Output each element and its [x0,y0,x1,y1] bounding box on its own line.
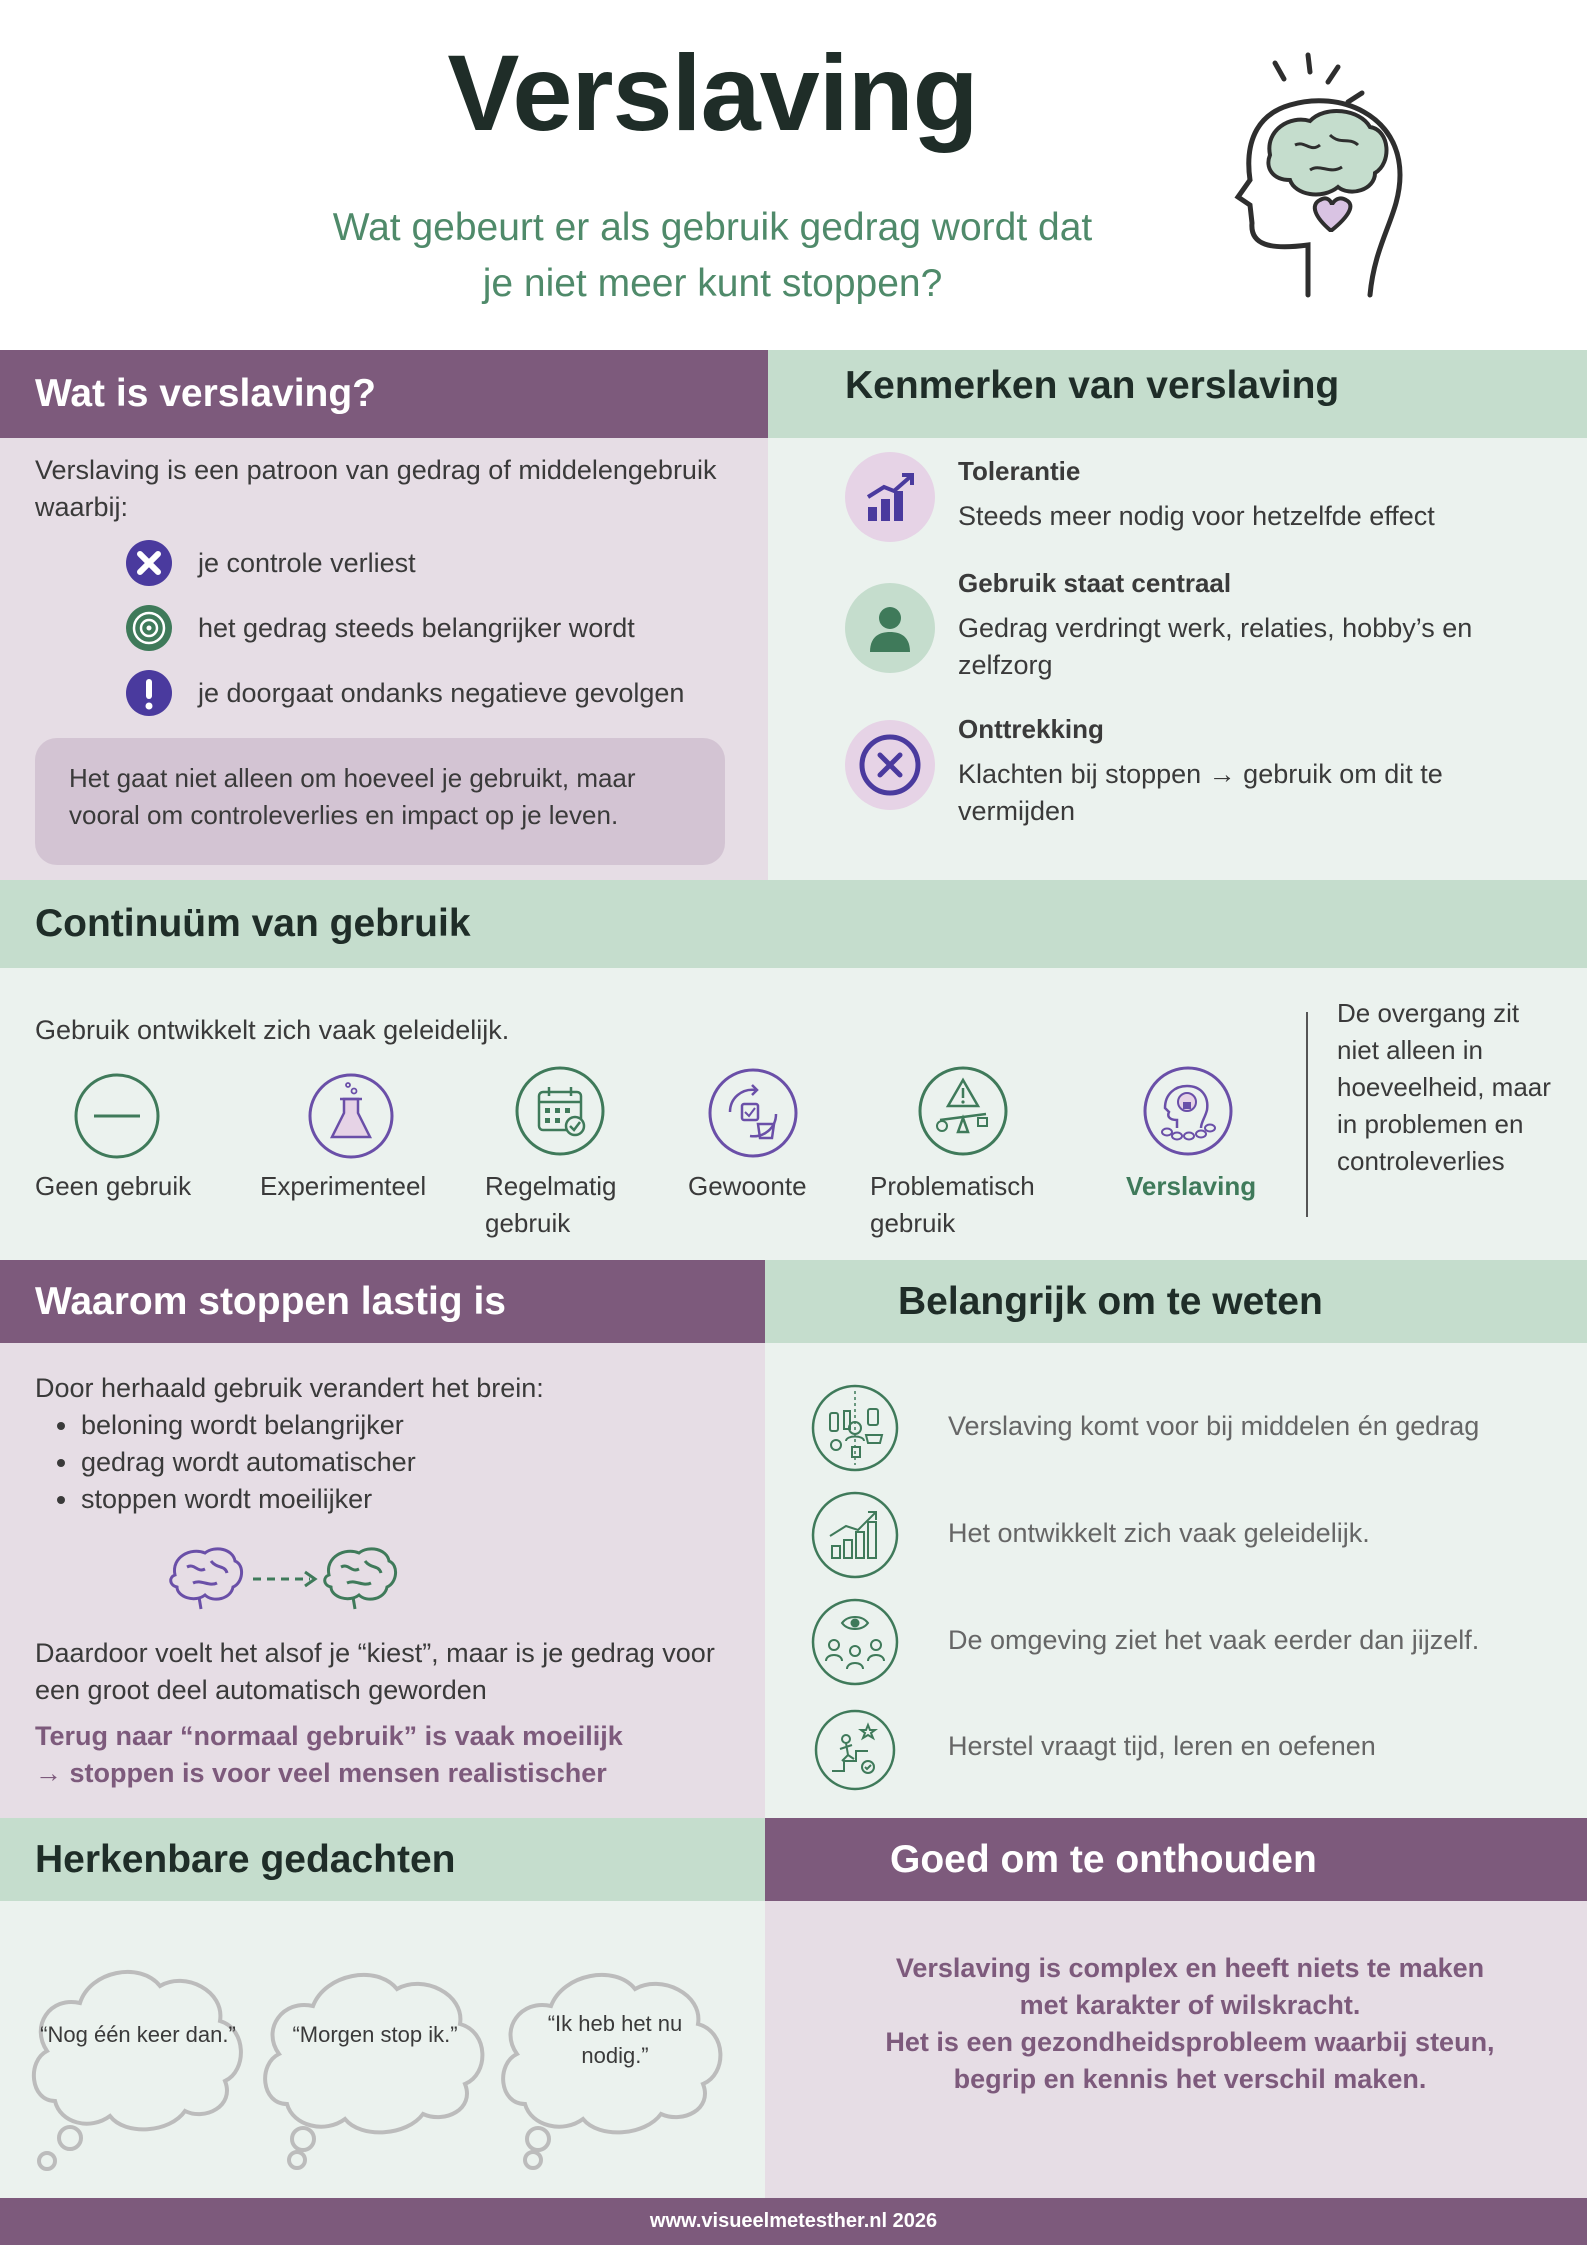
list-item: je doorgaat ondanks negatieve gevolgen [125,668,684,718]
stage-label: Problematisch gebruik [870,1171,1035,1238]
footer: www.visueelmetesther.nl 2026 [0,2198,1587,2245]
remember-text: Verslaving is complex en heeft niets te … [800,1950,1580,2098]
section-title: Waarom stoppen lastig is [35,1280,506,1323]
section-kenmerken: Tolerantie Steeds meer nodig voor hetzel… [768,438,1587,880]
belangrijk-text: De omgeving ziet het vaak eerder dan jij… [948,1625,1480,1655]
bullet-text: je doorgaat ondanks negatieve gevolgen [198,677,685,708]
stage-label: Verslaving [1126,1171,1257,1201]
section-header-onthouden: Goed om te onthouden [765,1818,1587,1901]
section-gedachten: “Nog één keer dan.” “Morgen stop ik.” “I… [0,1901,765,2198]
x-circle-icon [126,540,172,586]
section-continuum: Gebruik ontwikkelt zich vaak geleidelijk… [0,968,1587,1260]
list-item: stoppen wordt moeilijker [35,1481,416,1518]
divider [1306,1012,1308,1217]
remember-line: begrip en kennis het verschil maken. [953,2064,1427,2094]
kenmerk-title: Onttrekking [958,714,1104,744]
waarom-highlight: → stoppen is voor veel mensen realistisc… [35,1758,607,1788]
person-icon [845,583,935,673]
continuum-intro: Gebruik ontwikkelt zich vaak geleidelijk… [35,1015,510,1045]
waarom-highlight: Terug naar “normaal gebruik” is vaak moe… [35,1721,623,1751]
kenmerk-title: Gebruik staat centraal [958,568,1232,598]
brain-change-icon [169,1547,397,1610]
list-item: gedrag wordt automatischer [35,1444,416,1481]
substances-behaviour-icon [811,1384,899,1472]
page-title: Verslaving [447,32,978,153]
calendar-check-icon [515,1066,605,1156]
section-header-kenmerken: Kenmerken van verslaving [768,350,1587,438]
exclamation-icon [126,670,172,716]
section-header-gedachten: Herkenbare gedachten [0,1818,765,1901]
thought-cloud-icon [31,1969,243,2171]
belangrijk-text: Het ontwikkelt zich vaak geleidelijk. [948,1518,1370,1548]
thought-text: “Nog één keer dan.” [40,2022,236,2047]
rising-chart-icon [845,452,935,542]
remember-line: Het is een gezondheidsprobleem waarbij s… [885,2027,1495,2057]
waarom-conclusion: Daardoor voelt het alsof je “kiest”, maa… [35,1638,715,1705]
stage-label: Regelmatig gebruik [485,1171,617,1238]
thought-cloud-icon [263,1972,485,2170]
kenmerk-title: Tolerantie [958,456,1081,486]
section-header-wat-is: Wat is verslaving? [0,350,768,438]
kenmerk-text: Klachten bij stoppen → gebruik om dit te… [958,759,1443,826]
flask-icon [308,1073,394,1159]
section-title: Goed om te onthouden [890,1838,1317,1881]
remember-line: met karakter of wilskracht. [1019,1990,1361,2020]
section-title: Wat is verslaving? [35,372,377,415]
warning-scale-icon [918,1066,1008,1156]
chained-head-icon [1143,1066,1233,1156]
page-subtitle: Wat gebeurt er als gebruik gedrag wordt … [250,200,1175,312]
section-onthouden [765,1901,1587,2198]
people-eye-icon [811,1598,899,1686]
section-title: Continuüm van gebruik [35,902,471,945]
section-header-belangrijk: Belangrijk om te weten [765,1260,1587,1343]
remember-line: Verslaving is complex en heeft niets te … [895,1953,1485,1983]
subtitle-line: je niet meer kunt stoppen? [482,262,943,305]
thought-cloud-icon [501,1972,723,2170]
target-icon [126,605,172,651]
section-belangrijk: Verslaving komt voor bij middelen én ged… [765,1343,1587,1818]
list-item: beloning wordt belangrijker [35,1407,416,1444]
cycle-cup-icon [708,1068,798,1158]
belangrijk-text: Herstel vraagt tijd, leren en oefenen [948,1731,1376,1761]
thought-text: “Morgen stop ik.” [292,2022,458,2047]
bullet-text: het gedrag steeds belangrijker wordt [198,612,635,643]
stage-label: Gewoonte [688,1171,807,1201]
section-title: Herkenbare gedachten [35,1838,456,1881]
section-title: Belangrijk om te weten [898,1280,1323,1323]
stage-label: Experimenteel [260,1171,427,1201]
continuum-note: De overgang zit niet alleen in hoeveelhe… [1337,998,1551,1176]
growth-chart-icon [811,1491,899,1579]
list-item: het gedrag steeds belangrijker wordt [125,603,635,653]
stage-label: Geen gebruik [35,1171,192,1201]
list-item: je controle verliest [125,538,416,588]
waarom-intro: Door herhaald gebruik verandert het brei… [35,1373,544,1403]
header: Verslaving Wat gebeurt er als gebruik ge… [0,0,1587,350]
section-title: Kenmerken van verslaving [845,364,1340,407]
section-header-continuum: Continuüm van gebruik [0,880,1587,968]
kenmerk-text: Gedrag verdringt werk, relaties, hobby’s… [958,613,1473,680]
note-box: Het gaat niet alleen om hoeveel je gebru… [35,738,725,865]
brain-list: beloning wordt belangrijker gedrag wordt… [35,1407,416,1518]
section-header-waarom: Waarom stoppen lastig is [0,1260,765,1343]
wat-is-intro: Verslaving is een patroon van gedrag of … [35,455,717,522]
climbing-person-icon [814,1709,896,1791]
kenmerk-text: Steeds meer nodig voor hetzelfde effect [958,501,1435,531]
section-waarom: Door herhaald gebruik verandert het brei… [0,1343,765,1818]
bullet-text: je controle verliest [198,547,416,578]
head-brain-heart-icon [1234,52,1403,298]
minus-circle-icon [74,1073,160,1159]
belangrijk-text: Verslaving komt voor bij middelen én ged… [948,1411,1480,1441]
x-circle-icon [845,720,935,810]
thought-text: “Ik heb het nu nodig.” [547,2011,683,2068]
subtitle-line: Wat gebeurt er als gebruik gedrag wordt … [332,206,1093,249]
